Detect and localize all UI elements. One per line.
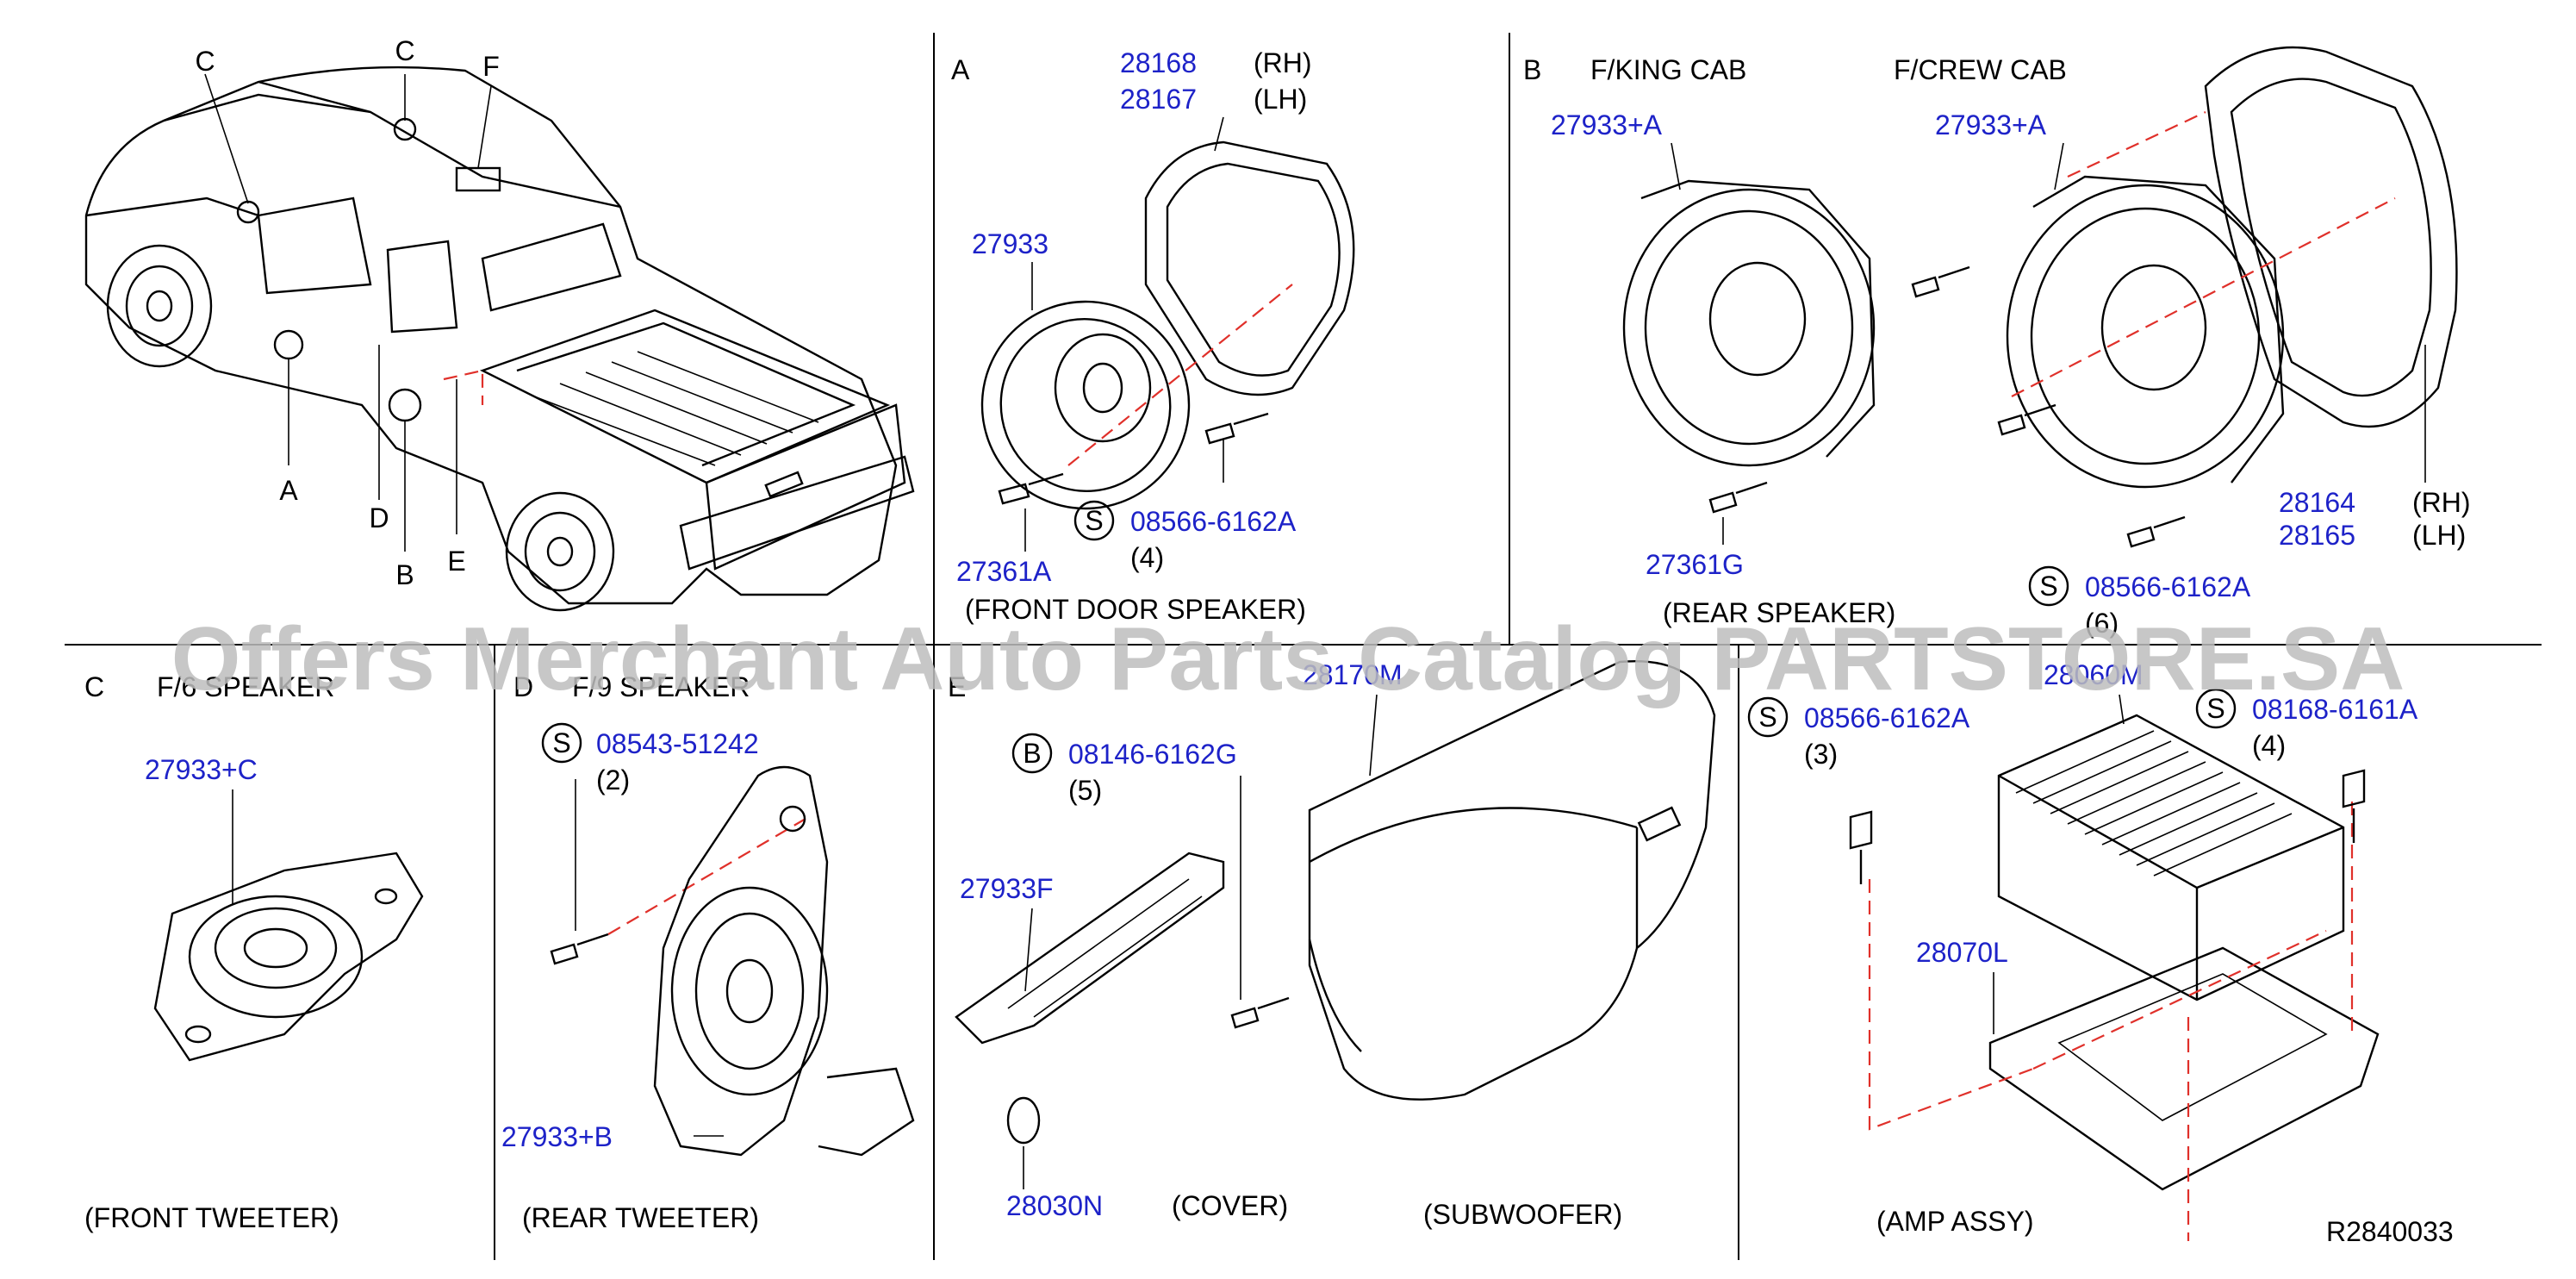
part-27933-front: 27933 xyxy=(972,228,1048,259)
panel-amp-assy: 28060M S 08566-6162A (3) S xyxy=(1747,659,2454,1247)
part-08566-6162a-amp: 08566-6162A xyxy=(1804,702,1970,733)
truck-callout-c2: C xyxy=(395,35,414,66)
part-28070l: 28070L xyxy=(1916,937,2008,968)
bolt-qty-b: (6) xyxy=(2085,608,2119,639)
bolt-mark-s-b: S xyxy=(2039,571,2057,602)
caption-amp-assy: (AMP ASSY) xyxy=(1876,1206,2034,1237)
truck-callout-f: F xyxy=(482,51,500,82)
caption-front-tweeter: (FRONT TWEETER) xyxy=(84,1202,339,1233)
caption-cover: (COVER) xyxy=(1172,1190,1288,1221)
part-08543-51242: 08543-51242 xyxy=(596,728,759,759)
ref-code: R2840033 xyxy=(2326,1216,2454,1247)
bolt-mark-s-d: S xyxy=(552,727,570,758)
part-27933f: 27933F xyxy=(960,873,1054,904)
panel-c-title: F/6 SPEAKER xyxy=(157,671,334,702)
part-08168-6161a: 08168-6161A xyxy=(2252,694,2418,725)
part-27933a-king: 27933+A xyxy=(1551,109,1663,140)
caption-rear-speaker: (REAR SPEAKER) xyxy=(1663,597,1895,628)
side-rh: (RH) xyxy=(1254,47,1312,78)
panel-subwoofer: E 28170M B 08146-6162G (5) 27933F 28030N… xyxy=(948,659,1716,1230)
caption-rear-tweeter: (REAR TWEETER) xyxy=(522,1202,759,1233)
part-27933b: 27933+B xyxy=(501,1121,613,1152)
bolt-mark-s-amp-left: S xyxy=(1758,702,1776,733)
part-27933a-crew: 27933+A xyxy=(1935,109,2047,140)
truck-callout-d: D xyxy=(369,502,389,533)
panel-front-tweeter: C F/6 SPEAKER 27933+C (FRONT TWEETER) xyxy=(84,671,424,1233)
side-rh-b: (RH) xyxy=(2412,487,2471,518)
bolt-mark-s: S xyxy=(1085,505,1103,536)
bolt-qty-d: (2) xyxy=(596,764,630,795)
part-28168: 28168 xyxy=(1120,47,1197,78)
part-08566-6162a-rear: 08566-6162A xyxy=(2085,571,2251,602)
part-28170m: 28170M xyxy=(1303,659,1403,690)
caption-front-door-speaker: (FRONT DOOR SPEAKER) xyxy=(965,594,1306,625)
panel-rear-speaker: B F/KING CAB F/CREW CAB 27933+A 27361G 2… xyxy=(1523,46,2471,639)
part-28167: 28167 xyxy=(1120,84,1197,115)
truck-illustration: C C F A D B E xyxy=(84,35,915,612)
bolt-qty: (4) xyxy=(1130,542,1164,573)
truck-callout-a: A xyxy=(279,475,298,506)
watermark-text: Offers Merchant Auto Parts Catalog PARTS… xyxy=(171,609,2405,709)
bolt-mark-s-amp-right: S xyxy=(2206,693,2224,724)
panel-front-door-speaker: A 28168 (RH) 28167 (LH) 27933 27361A S 0… xyxy=(951,47,1355,625)
truck-callout-b: B xyxy=(395,559,414,590)
truck-callout-e: E xyxy=(447,546,465,577)
bolt-mark-b: B xyxy=(1023,738,1041,769)
panel-dividers xyxy=(65,33,2542,1260)
panel-b-letter: B xyxy=(1523,54,1541,85)
part-27361a: 27361A xyxy=(956,556,1052,587)
side-lh-b: (LH) xyxy=(2412,520,2466,551)
bolt-qty-amp-right: (4) xyxy=(2252,730,2286,761)
part-28164: 28164 xyxy=(2279,487,2355,518)
part-28060m: 28060M xyxy=(2044,659,2144,690)
label-king-cab: F/KING CAB xyxy=(1590,54,1746,85)
label-crew-cab: F/CREW CAB xyxy=(1894,54,2067,85)
panel-d-title: F/9 SPEAKER xyxy=(572,671,750,702)
part-08566-6162a-front: 08566-6162A xyxy=(1130,506,1297,537)
part-28165: 28165 xyxy=(2279,520,2355,551)
side-lh: (LH) xyxy=(1254,84,1307,115)
part-28030n: 28030N xyxy=(1006,1190,1103,1221)
part-27933c: 27933+C xyxy=(145,754,258,785)
part-27361g: 27361G xyxy=(1646,549,1744,580)
panel-a-letter: A xyxy=(951,54,970,85)
truck-callout-c1: C xyxy=(195,46,215,77)
part-08146-6162g: 08146-6162G xyxy=(1068,739,1237,770)
bolt-qty-e: (5) xyxy=(1068,775,1102,806)
bolt-qty-amp-left: (3) xyxy=(1804,739,1838,770)
panel-d-letter: D xyxy=(513,671,533,702)
panel-e-letter: E xyxy=(948,671,966,702)
panel-c-letter: C xyxy=(84,671,104,702)
panel-rear-tweeter: D F/9 SPEAKER S 08543-51242 (2) 27933+B … xyxy=(501,671,915,1233)
caption-subwoofer: (SUBWOOFER) xyxy=(1423,1199,1622,1230)
